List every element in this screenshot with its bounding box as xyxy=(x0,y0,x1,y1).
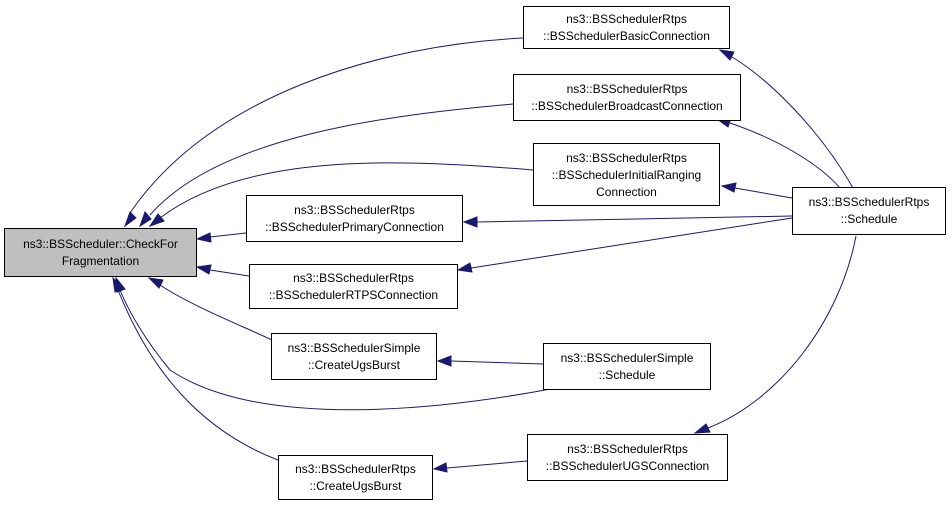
node-label-line: ns3::BSSchedulerRtps xyxy=(293,271,414,285)
node-label-line: ::BSSchedulerUGSConnection xyxy=(546,459,709,473)
edge-rtpsschedule-to-basic xyxy=(718,49,854,189)
edge-rtpsconn-to-checkfor xyxy=(195,264,250,277)
node-label-line: ns3::BSSchedulerRtps xyxy=(566,151,687,165)
node-label-line: ::BSSchedulerBroadcastConnection xyxy=(531,99,722,113)
node-rtps-create-ugs-burst[interactable]: ns3::BSSchedulerRtps ::CreateUgsBurst xyxy=(278,455,433,500)
node-label-line: Connection xyxy=(596,185,657,199)
edge-rtpsschedule-to-rtpsconn xyxy=(456,217,793,273)
node-label-line: ::BSSchedulerRTPSConnection xyxy=(269,288,438,302)
node-label-line: Fragmentation xyxy=(62,254,139,268)
node-label-line: ns3::BSSchedulerRtps xyxy=(294,203,415,217)
node-rtps-primary-connection[interactable]: ns3::BSSchedulerRtps ::BSSchedulerPrimar… xyxy=(246,195,463,242)
edge-rtpsschedule-to-primary xyxy=(462,215,793,228)
node-check-for-fragmentation[interactable]: ns3::BSScheduler::CheckFor Fragmentation xyxy=(4,228,197,277)
edge-rtpscreate-to-checkfor xyxy=(112,276,279,461)
node-rtps-schedule[interactable]: ns3::BSSchedulerRtps ::Schedule xyxy=(792,187,946,235)
node-label-line: ns3::BSSchedulerRtps xyxy=(295,462,416,476)
node-simple-schedule[interactable]: ns3::BSSchedulerSimple ::Schedule xyxy=(543,343,711,390)
edge-broadcast-to-checkfor xyxy=(139,103,514,228)
edge-ugs-to-rtpscreate xyxy=(432,460,528,473)
node-rtps-ugs-connection[interactable]: ns3::BSSchedulerRtps ::BSSchedulerUGSCon… xyxy=(527,434,728,481)
node-rtps-initial-ranging-connection[interactable]: ns3::BSSchedulerRtps ::BSSchedulerInitia… xyxy=(533,143,720,206)
edge-primary-to-checkfor xyxy=(195,232,247,243)
node-label-line: ns3::BSSchedulerSimple xyxy=(561,351,694,365)
edge-initialranging-to-checkfor xyxy=(148,162,534,227)
node-rtps-basic-connection[interactable]: ns3::BSSchedulerRtps ::BSSchedulerBasicC… xyxy=(523,6,730,49)
edge-rtpsschedule-to-ugs xyxy=(693,235,857,434)
node-label-line: ns3::BSSchedulerRtps xyxy=(566,12,687,26)
node-label-line: ::CreateUgsBurst xyxy=(309,479,402,493)
node-rtps-broadcast-connection[interactable]: ns3::BSSchedulerRtps ::BSSchedulerBroadc… xyxy=(513,74,741,121)
edge-simplecreate-to-checkfor xyxy=(147,277,273,341)
node-label-line: ns3::BSSchedulerRtps xyxy=(567,82,688,96)
node-label-line: ns3::BSSchedulerRtps xyxy=(567,442,688,456)
node-label-line: ::BSSchedulerBasicConnection xyxy=(543,29,710,43)
edge-simpleschedule-to-simplecreate xyxy=(436,355,544,367)
node-label-line: ::BSSchedulerInitialRanging xyxy=(552,168,701,182)
node-label-line: ns3::BSScheduler::CheckFor xyxy=(23,237,178,251)
node-label-line: ::Schedule xyxy=(599,368,656,382)
node-label-line: ::Schedule xyxy=(841,212,898,226)
node-label-line: ns3::BSSchedulerSimple xyxy=(288,341,421,355)
node-rtps-rtps-connection[interactable]: ns3::BSSchedulerRtps ::BSSchedulerRTPSCo… xyxy=(249,264,458,309)
edge-rtpsschedule-to-initialranging xyxy=(720,182,793,199)
node-label-line: ::BSSchedulerPrimaryConnection xyxy=(265,220,444,234)
edge-basic-to-checkfor xyxy=(123,37,524,228)
node-simple-create-ugs-burst[interactable]: ns3::BSSchedulerSimple ::CreateUgsBurst xyxy=(271,333,437,380)
node-label-line: ::CreateUgsBurst xyxy=(308,358,401,372)
node-label-line: ns3::BSSchedulerRtps xyxy=(809,195,930,209)
edge-rtpsschedule-to-broadcast xyxy=(715,117,841,189)
